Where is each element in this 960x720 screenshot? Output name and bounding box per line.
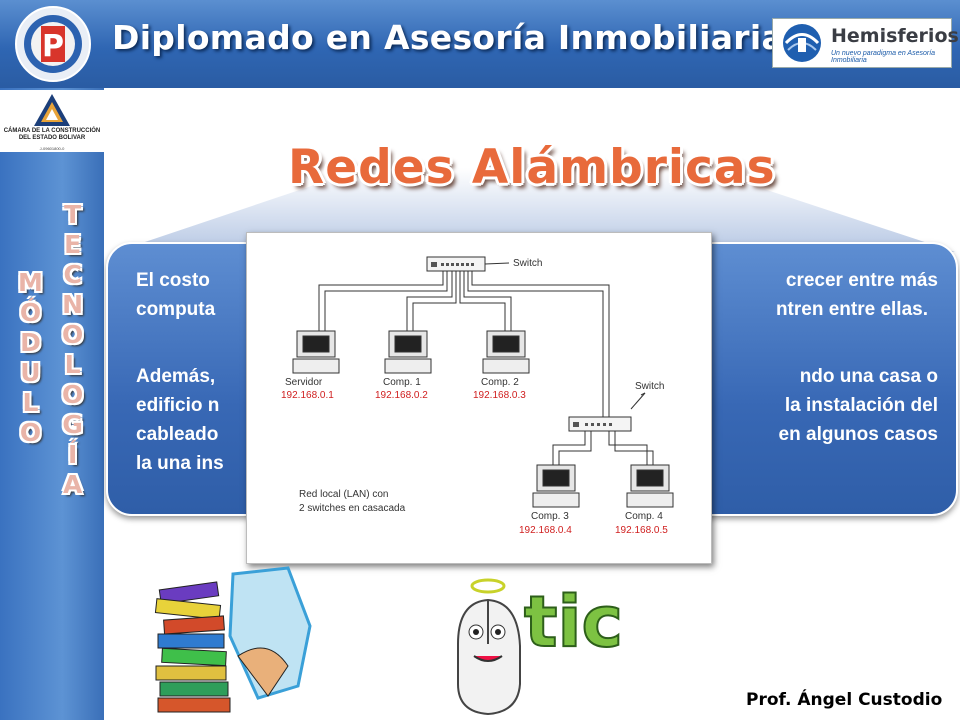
author-name: Prof. Ángel Custodio xyxy=(746,690,943,710)
tecnologia-letter: G xyxy=(62,410,83,439)
computer-4-icon xyxy=(626,464,674,508)
paragraph-1-line-2a: computa xyxy=(136,299,216,320)
paragraph-2-line-1b: ndo una casa o xyxy=(799,366,938,387)
modulo-letter: Ó xyxy=(19,298,42,327)
server-computer-icon xyxy=(292,330,340,374)
institution-logo: P xyxy=(15,6,91,82)
globe-icon xyxy=(783,24,821,62)
modulo-letter: D xyxy=(20,328,41,357)
modulo-letter: L xyxy=(22,388,39,417)
computer-label: Comp. 1 xyxy=(383,377,421,388)
org-id: J-09601800-0 xyxy=(39,146,65,151)
computer-ip: 192.168.0.3 xyxy=(473,390,526,401)
tic-logo-text: tic xyxy=(524,581,623,663)
switch-2-label: Switch xyxy=(635,381,665,392)
paragraph-1-line-1b: crecer entre más xyxy=(785,270,938,291)
svg-text:P: P xyxy=(42,29,64,64)
paragraph-1-line-2b: ntren entre ellas. xyxy=(775,299,928,320)
tecnologia-letter: C xyxy=(63,260,82,289)
switch-1-label: Switch xyxy=(513,258,543,269)
course-title: Diplomado en Asesoría Inmobiliaria xyxy=(112,18,785,57)
tic-logo: tic xyxy=(457,578,624,716)
camara-logo: CÁMARA DE LA CONSTRUCCIÓN DEL ESTADO BOL… xyxy=(0,90,104,152)
modulo-letter: O xyxy=(19,418,42,447)
org-name: CÁMARA DE LA CONSTRUCCIÓN DEL ESTADO BOL… xyxy=(3,128,101,141)
computer-label: Comp. 4 xyxy=(625,511,663,522)
books-clipart xyxy=(154,566,312,713)
slide-title: Redes Alámbricas xyxy=(288,140,776,195)
computer-label: Comp. 3 xyxy=(531,511,569,522)
paragraph-2-line-3b: en algunos casos xyxy=(778,424,938,445)
partner-name: Hemisferios xyxy=(831,25,959,47)
title-backdrop xyxy=(115,168,955,252)
paragraph-2-line-3a: cableado xyxy=(136,424,219,445)
computer-ip: 192.168.0.2 xyxy=(375,390,428,401)
paragraph-2-line-4a: la una ins xyxy=(136,453,224,474)
paragraph-2: Además, ndo una casa o edificio n la ins… xyxy=(136,362,938,478)
computer-2-icon xyxy=(482,330,530,374)
modulo-vertical-text: M Ó D U L O xyxy=(18,268,43,448)
computer-ip: 192.168.0.5 xyxy=(615,525,668,536)
tecnologia-letter: A xyxy=(62,470,83,499)
network-diagram: Switch Switch Servidor 192.168.0.1 Comp.… xyxy=(246,232,712,564)
tecnologia-letter: T xyxy=(64,200,82,229)
tecnologia-letter: N xyxy=(62,290,84,319)
tecnologia-vertical-text: T E C N O L O G Í A xyxy=(62,200,83,500)
computer-label: Comp. 2 xyxy=(481,377,519,388)
construction-emblem-icon xyxy=(34,94,70,126)
paragraph-2-line-1a: Además, xyxy=(136,366,216,387)
diagram-caption-line-2: 2 switches en casacada xyxy=(299,503,406,514)
tecnologia-letter: O xyxy=(62,320,84,349)
tecnologia-letter: E xyxy=(64,230,82,259)
network-diagram-drawing xyxy=(292,256,674,508)
computer-ip: 192.168.0.1 xyxy=(281,390,334,401)
left-sidebar xyxy=(0,88,104,720)
computer-ip: 192.168.0.4 xyxy=(519,525,572,536)
computer-label: Servidor xyxy=(285,377,323,388)
tecnologia-letter: L xyxy=(64,350,81,379)
partner-logo: Hemisferios Un nuevo paradigma en Asesor… xyxy=(772,18,959,68)
partner-tagline: Un nuevo paradigma en Asesoría Inmobilia… xyxy=(831,50,936,64)
paragraph-1-line-1a: El costo xyxy=(136,270,210,291)
tecnologia-letter: Í xyxy=(67,440,78,469)
paragraph-1: El costo crecer entre más computa ntren … xyxy=(136,266,938,324)
tecnologia-letter: O xyxy=(62,380,84,409)
paragraph-2-line-2a: edificio n xyxy=(136,395,220,416)
computer-3-icon xyxy=(532,464,580,508)
computer-1-icon xyxy=(384,330,432,374)
diagram-caption-line-1: Red local (LAN) con xyxy=(299,489,389,500)
modulo-letter: U xyxy=(20,358,41,387)
paragraph-2-line-2b: la instalación del xyxy=(784,395,938,416)
modulo-letter: M xyxy=(18,268,43,297)
